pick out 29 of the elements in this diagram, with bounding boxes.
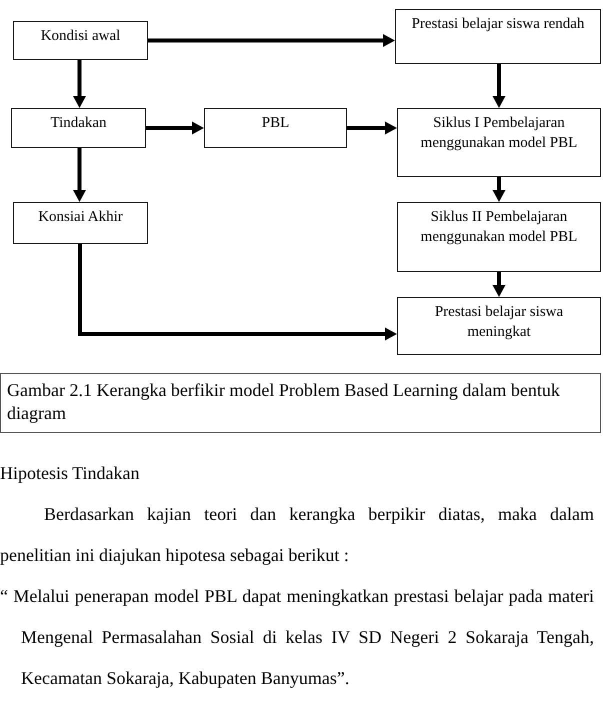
process-box [13, 21, 148, 60]
arrow [148, 34, 395, 47]
box-text: Konsiai Akhir [38, 208, 123, 227]
box-text: PBL [262, 114, 290, 133]
box-text: Tindakan [50, 114, 107, 133]
quoted-hypothesis: “ Melalui penerapan model PBL dapat meningkatkan prestasi belajar pada materi Mengenal Permasalahan Sosial di kelas IV SD Negeri 2 Sokaraja Tengah, Kecamatan Sokaraja, Kabupaten Banyumas”. [0, 585, 594, 690]
process-box [11, 108, 146, 148]
section-heading: Hipotesis Tindakan [0, 462, 141, 485]
process-box [397, 202, 601, 272]
arrow [146, 122, 204, 134]
box-text: Kondisi awal [40, 27, 120, 46]
box-text: Siklus II Pembelajaran menggunakan model PBL [420, 208, 578, 246]
box-text: Siklus I Pembelajaran menggunakan model PBL [420, 114, 578, 152]
arrow [492, 272, 506, 297]
box-text: Prestasi belajar siswa meningkat [434, 303, 564, 342]
box-text: Prestasi belajar siswa rendah [412, 15, 584, 34]
arrow [73, 148, 86, 202]
arrow [347, 122, 397, 134]
arrow [78, 244, 397, 340]
figure-caption: Gambar 2.1 Kerangka berfikir model Problem Based Learning dalam bentuk diagram [0, 373, 601, 433]
process-box [397, 297, 601, 355]
arrow [492, 177, 506, 202]
arrow [73, 60, 86, 108]
process-box [395, 9, 601, 64]
arrow [492, 64, 506, 108]
body-paragraph: Berdasarkan kajian teori dan kerangka berpikir diatas, maka dalam penelitian ini diajukan hipotesa sebagai berikut : [0, 503, 594, 567]
process-box [204, 108, 347, 148]
process-box [13, 202, 148, 244]
process-box [397, 108, 601, 177]
